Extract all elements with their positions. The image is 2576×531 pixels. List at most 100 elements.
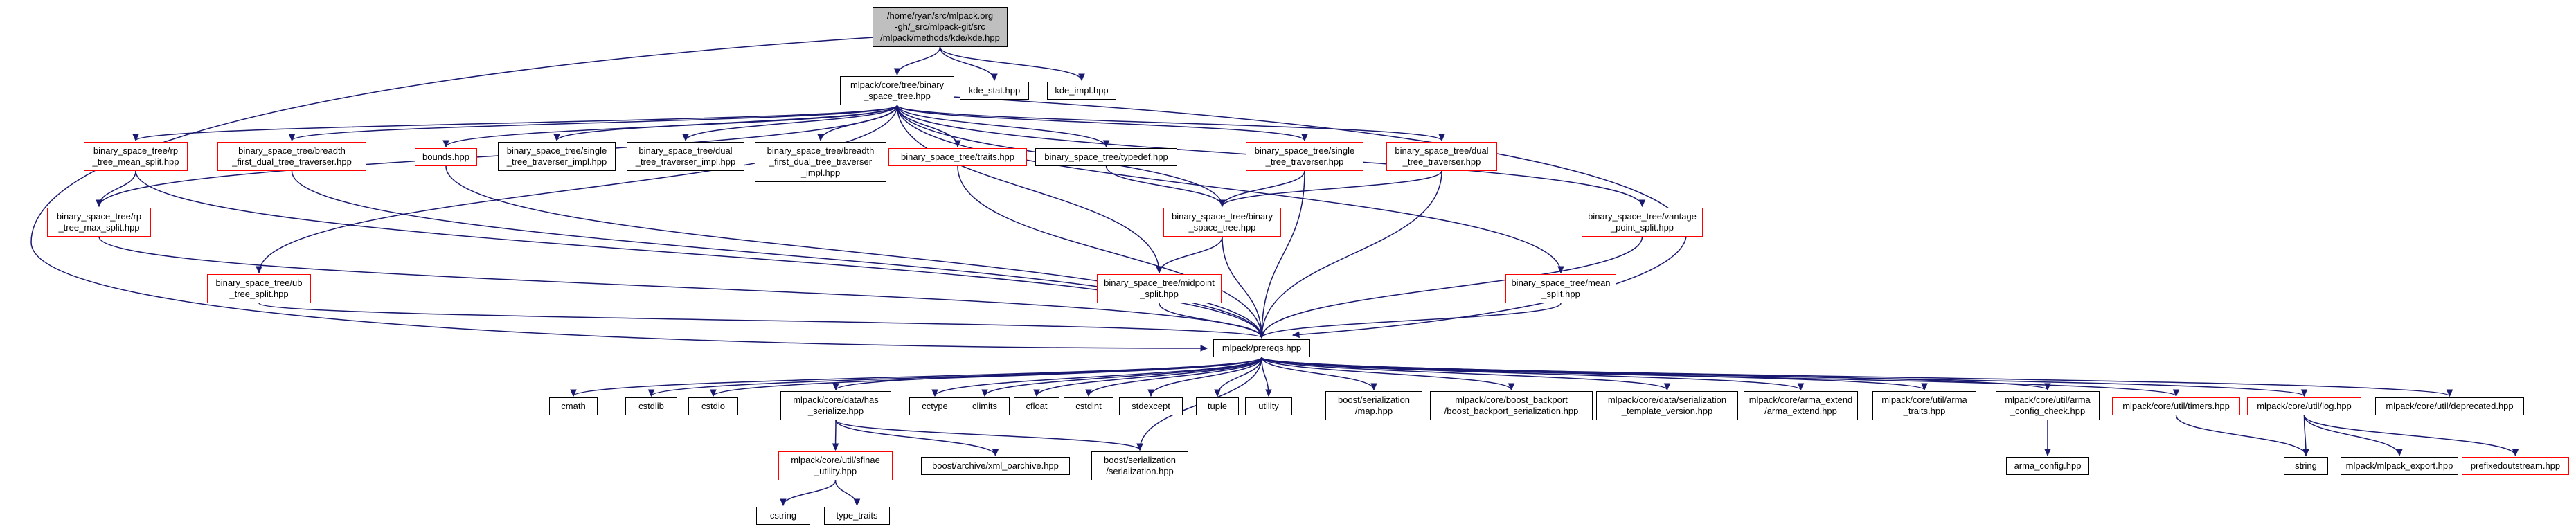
graph-node-mlpack-export-hpp[interactable]: mlpack/mlpack_export.hpp bbox=[2341, 457, 2458, 475]
edge-traits-prereqs bbox=[957, 165, 1265, 339]
graph-node-rp-tree-mean-split-hpp[interactable]: binary_space_tree/rp _tree_mean_split.hp… bbox=[84, 142, 188, 171]
graph-node-boost-backport-serialization-hpp[interactable]: mlpack/core/boost_backport /boost_backpo… bbox=[1430, 391, 1593, 420]
graph-node-stdexcept[interactable]: stdexcept bbox=[1119, 397, 1183, 415]
edge-prereqs-climits bbox=[981, 357, 1262, 397]
graph-node-midpoint-split-hpp[interactable]: binary_space_tree/midpoint _split.hpp bbox=[1097, 274, 1222, 303]
edge-prereqs-deprecated bbox=[1261, 357, 2453, 397]
graph-node-tuple[interactable]: tuple bbox=[1196, 397, 1239, 415]
graph-node-binary-space-tree-typedef-hpp[interactable]: binary_space_tree/typedef.hpp bbox=[1035, 148, 1177, 166]
graph-node-arma-traits-hpp[interactable]: mlpack/core/util/arma _traits.hpp bbox=[1872, 391, 1976, 420]
graph-node-utility[interactable]: utility bbox=[1245, 397, 1292, 415]
graph-node-mean-split-hpp[interactable]: binary_space_tree/mean _split.hpp bbox=[1505, 274, 1616, 303]
edge-sfinae-type_traits bbox=[834, 480, 861, 507]
graph-node-timers-hpp[interactable]: mlpack/core/util/timers.hpp bbox=[2112, 397, 2240, 415]
edge-kde-kde_impl bbox=[939, 46, 1085, 82]
graph-node-climits[interactable]: climits bbox=[960, 397, 1010, 415]
graph-node-inner-binary-space-tree-hpp[interactable]: binary_space_tree/binary _space_tree.hpp bbox=[1163, 208, 1281, 237]
edge-prereqs-tuple bbox=[1214, 357, 1262, 397]
graph-node-kde-stat-hpp[interactable]: kde_stat.hpp bbox=[960, 82, 1029, 100]
edge-kde-kde_stat bbox=[939, 46, 998, 82]
edge-dtt-inner_bst bbox=[1219, 170, 1442, 208]
edge-vantage-prereqs bbox=[1258, 236, 1643, 339]
graph-node-prefixedoutstream-hpp[interactable]: prefixedoutstream.hpp bbox=[2462, 457, 2569, 475]
edge-prereqs-timers bbox=[1261, 357, 2179, 397]
edge-has_serialize-xml_oarchive bbox=[835, 420, 999, 457]
edge-prereqs-boost_backport bbox=[1261, 357, 1515, 391]
edge-prereqs-ser_tmpl bbox=[1261, 357, 1671, 391]
edge-stt-inner_bst bbox=[1219, 170, 1305, 208]
graph-node-rp-tree-max-split-hpp[interactable]: binary_space_tree/rp _tree_max_split.hpp bbox=[47, 208, 151, 237]
graph-node-breadth-first-dual-tree-traverser-impl-hpp[interactable]: binary_space_tree/breadth _first_dual_tr… bbox=[755, 142, 886, 182]
edge-has_serialize-boost_ser bbox=[835, 420, 1143, 451]
graph-node-vantage-point-split-hpp[interactable]: binary_space_tree/vantage _point_split.h… bbox=[1582, 208, 1703, 237]
graph-node-log-hpp[interactable]: mlpack/core/util/log.hpp bbox=[2247, 397, 2361, 415]
graph-node-arma-config-hpp[interactable]: arma_config.hpp bbox=[2006, 457, 2089, 475]
graph-node-serialization-template-version-hpp[interactable]: mlpack/core/data/serialization _template… bbox=[1596, 391, 1738, 420]
graph-node-cstdio[interactable]: cstdio bbox=[688, 397, 738, 415]
graph-node-dual-tree-traverser-hpp[interactable]: binary_space_tree/dual _tree_traverser.h… bbox=[1386, 142, 1497, 171]
graph-node-has-serialize-hpp[interactable]: mlpack/core/data/has _serialize.hpp bbox=[780, 391, 891, 420]
edge-prereqs-has_serialize bbox=[832, 357, 1262, 391]
graph-node-bounds-hpp[interactable]: bounds.hpp bbox=[415, 148, 477, 166]
graph-node-mlpack-prereqs-hpp[interactable]: mlpack/prereqs.hpp bbox=[1213, 339, 1310, 357]
edge-log-prefixedout bbox=[2303, 415, 2519, 457]
edge-prereqs-stdexcept bbox=[1147, 357, 1262, 397]
edge-inner_bst-prereqs bbox=[1222, 236, 1265, 339]
graph-node-cstdlib[interactable]: cstdlib bbox=[625, 397, 677, 415]
edge-timers-string bbox=[2175, 415, 2309, 457]
edge-prereqs-cmath bbox=[570, 357, 1262, 397]
edge-log-mlpack_export bbox=[2303, 415, 2403, 457]
edge-inner_bst-midpoint bbox=[1156, 236, 1223, 274]
graph-node-cfloat[interactable]: cfloat bbox=[1014, 397, 1059, 415]
edge-dtt-prereqs bbox=[1258, 170, 1442, 339]
edge-prereqs-cstdlib bbox=[648, 357, 1262, 397]
edge-core_bst-midpoint bbox=[896, 105, 1163, 274]
edge-prereqs-cctype bbox=[931, 357, 1262, 397]
edge-kde-prereqs bbox=[30, 37, 1208, 352]
edge-kde-core_bst bbox=[893, 46, 941, 76]
edge-ub-prereqs bbox=[258, 303, 1265, 339]
edge-prereqs-cfloat bbox=[1033, 357, 1262, 397]
edge-core_bst-bf_dual bbox=[289, 105, 898, 142]
graph-node-kde-impl-hpp[interactable]: kde_impl.hpp bbox=[1047, 82, 1116, 100]
graph-node-cmath[interactable]: cmath bbox=[549, 397, 598, 415]
graph-node-arma-extend-hpp[interactable]: mlpack/core/arma_extend /arma_extend.hpp bbox=[1744, 391, 1858, 420]
edge-typedef-inner_bst bbox=[1105, 165, 1226, 208]
graph-node-core-binary-space-tree-hpp[interactable]: mlpack/core/tree/binary _space_tree.hpp bbox=[840, 76, 954, 105]
graph-node-kde-hpp[interactable]: /home/ryan/src/mlpack.org -gh/_src/mlpac… bbox=[873, 7, 1008, 47]
graph-node-boost-serialization-map-hpp[interactable]: boost/serialization /map.hpp bbox=[1325, 391, 1422, 420]
edge-sfinae-cstring bbox=[780, 480, 837, 507]
graph-node-sfinae-utility-hpp[interactable]: mlpack/core/util/sfinae _utility.hpp bbox=[778, 451, 893, 480]
graph-node-breadth-first-dual-tree-traverser-hpp[interactable]: binary_space_tree/breadth _first_dual_tr… bbox=[217, 142, 366, 171]
graph-node-type-traits[interactable]: type_traits bbox=[824, 507, 890, 525]
graph-node-dual-tree-traverser-impl-hpp[interactable]: binary_space_tree/dual _tree_traverser_i… bbox=[627, 142, 744, 171]
edge-prereqs-log bbox=[1261, 357, 2307, 397]
graph-node-cctype[interactable]: cctype bbox=[909, 397, 960, 415]
edge-core_bst-dtt bbox=[896, 105, 1445, 142]
graph-node-cstring[interactable]: cstring bbox=[756, 507, 810, 525]
edge-core_bst-rp_mean bbox=[132, 105, 898, 142]
edge-core_bst-ub bbox=[256, 105, 898, 274]
edge-core_bst-stt_impl bbox=[553, 105, 898, 142]
graph-node-single-tree-traverser-hpp[interactable]: binary_space_tree/single _tree_traverser… bbox=[1246, 142, 1363, 171]
edge-core_bst-dtt_impl bbox=[682, 105, 898, 142]
graph-node-ub-tree-split-hpp[interactable]: binary_space_tree/ub _tree_split.hpp bbox=[207, 274, 311, 303]
graph-node-binary-space-tree-traits-hpp[interactable]: binary_space_tree/traits.hpp bbox=[888, 148, 1027, 166]
graph-node-arma-config-check-hpp[interactable]: mlpack/core/util/arma _config_check.hpp bbox=[1996, 391, 2100, 420]
graph-node-xml-oarchive-hpp[interactable]: boost/archive/xml_oarchive.hpp bbox=[921, 457, 1070, 475]
edge-rp_mean-prereqs bbox=[135, 170, 1265, 339]
edge-core_bst-typedef bbox=[896, 105, 1110, 148]
edge-core_bst-stt bbox=[896, 105, 1308, 142]
graph-node-boost-serialization-hpp[interactable]: boost/serialization /serialization.hpp bbox=[1091, 451, 1188, 480]
graph-node-single-tree-traverser-impl-hpp[interactable]: binary_space_tree/single _tree_traverser… bbox=[498, 142, 616, 171]
edge-rp_max-prereqs bbox=[98, 236, 1265, 339]
graph-node-string[interactable]: string bbox=[2284, 457, 2328, 475]
edge-log-string bbox=[2302, 415, 2309, 457]
edge-prereqs-cstdint bbox=[1085, 357, 1262, 397]
graph-node-cstdint[interactable]: cstdint bbox=[1064, 397, 1113, 415]
edge-prereqs-utility bbox=[1261, 357, 1272, 397]
edge-core_bst-mean bbox=[896, 105, 1564, 274]
graph-node-deprecated-hpp[interactable]: mlpack/core/util/deprecated.hpp bbox=[2375, 397, 2524, 415]
